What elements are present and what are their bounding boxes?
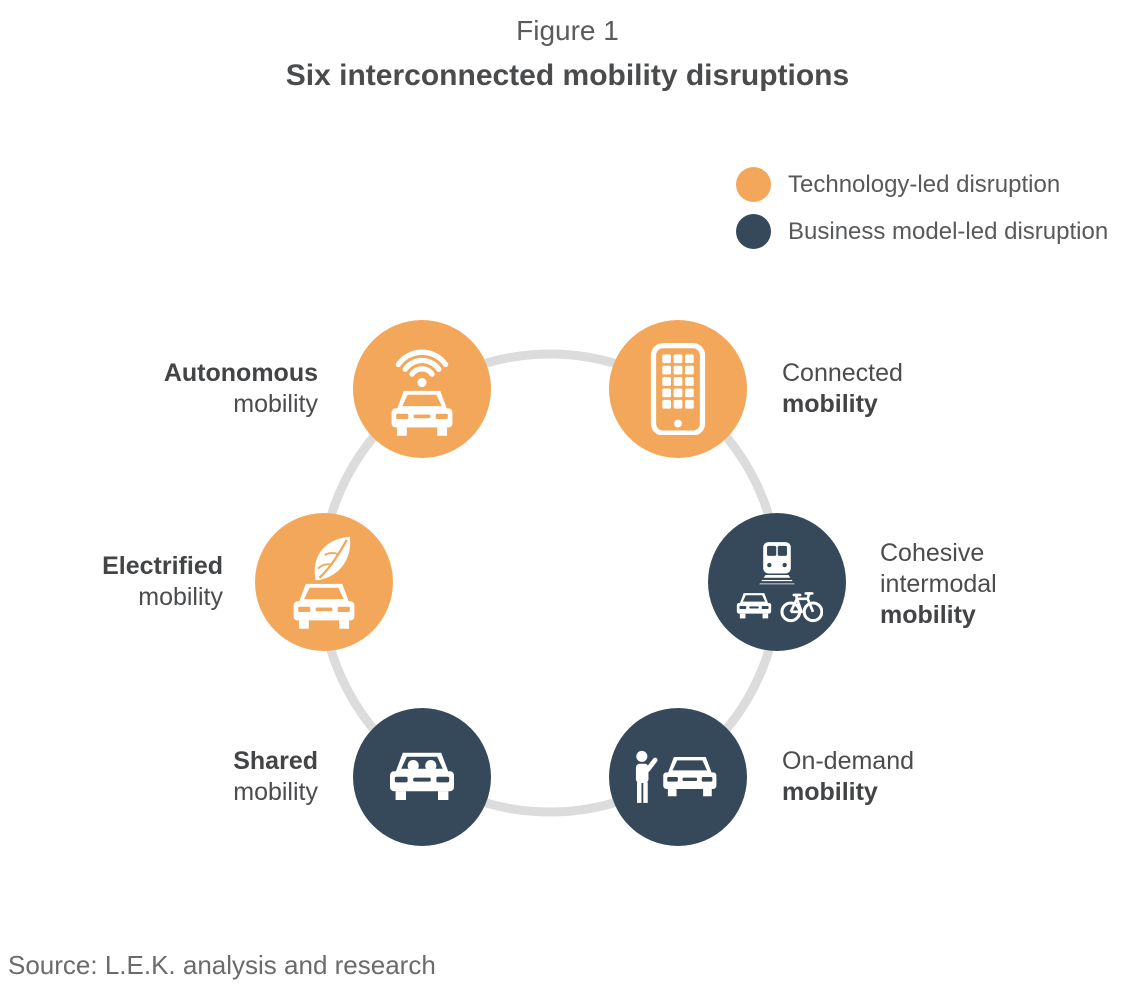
label-electrified-mobility: Electrified mobility	[102, 551, 223, 613]
label-line: Connected	[782, 359, 903, 387]
label-cohesive-intermodal-mobility: Cohesive intermodal mobility	[880, 538, 997, 631]
label-line: mobility	[233, 390, 318, 418]
node-electrified-mobility	[255, 513, 393, 651]
label-autonomous-mobility: Autonomous mobility	[164, 358, 318, 420]
label-line: mobility	[233, 778, 318, 806]
label-line: mobility	[782, 390, 878, 418]
person-hailing-car-icon	[635, 750, 717, 803]
car-with-wifi-icon	[391, 349, 453, 437]
legend: Technology-led disruption Business model…	[736, 167, 1108, 261]
label-line: Electrified	[102, 552, 223, 580]
node-cohesive-intermodal-mobility	[708, 513, 846, 651]
title-block: Figure 1 Six interconnected mobility dis…	[0, 14, 1135, 95]
node-connected-mobility	[609, 320, 747, 458]
label-line: On-demand	[782, 747, 915, 775]
label-on-demand-mobility: On-demand mobility	[782, 746, 914, 808]
label-line: mobility	[782, 778, 878, 806]
legend-item-technology: Technology-led disruption	[736, 167, 1108, 202]
label-connected-mobility: Connected mobility	[782, 358, 903, 420]
label-shared-mobility: Shared mobility	[233, 746, 318, 808]
legend-label: Business model-led disruption	[788, 217, 1109, 245]
node-autonomous-mobility	[353, 320, 491, 458]
label-line: intermodal	[880, 570, 997, 598]
label-line: mobility	[880, 601, 976, 629]
figure-number: Figure 1	[516, 15, 619, 46]
node-shared-mobility	[353, 708, 491, 846]
label-line: Autonomous	[163, 359, 318, 387]
legend-label: Technology-led disruption	[788, 170, 1061, 198]
leaf-over-car-icon	[293, 537, 355, 630]
navy-dot-icon	[736, 214, 771, 249]
smartphone-icon	[650, 342, 706, 436]
orange-dot-icon	[736, 167, 771, 202]
legend-item-business-model: Business model-led disruption	[736, 214, 1108, 249]
source-note: Source: L.E.K. analysis and research	[8, 950, 436, 980]
label-line: Shared	[233, 747, 318, 775]
train-car-bicycle-icon	[736, 542, 823, 623]
node-on-demand-mobility	[609, 708, 747, 846]
figure-title: Six interconnected mobility disruptions	[285, 59, 850, 92]
car-with-passengers-icon	[390, 753, 454, 801]
label-line: Cohesive	[880, 539, 985, 567]
label-line: mobility	[138, 583, 223, 611]
